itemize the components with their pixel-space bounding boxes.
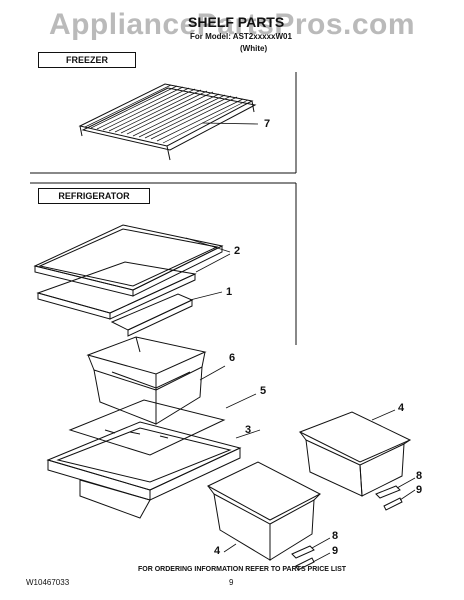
callout-pan-upper: 4 [398,402,405,414]
leader-9-lower [312,552,331,563]
leader-3 [235,429,261,439]
leader-4-lower [223,543,237,553]
leader-9-upper [399,489,416,501]
callout-shelf-glass: 1 [226,286,233,298]
callout-crisper-cover: 3 [245,424,252,436]
leader-4-upper [371,409,396,421]
slide-lower [291,545,315,559]
callout-freezer-shelf: 7 [264,118,271,130]
callout-pan-lower: 4 [214,545,221,557]
leader-8-upper [396,477,416,489]
shelf-rails [110,293,194,337]
glass-insert [68,399,226,456]
leader-5 [225,393,257,409]
footer-doc-number: W10467033 [26,578,70,587]
pan-lower [206,461,322,561]
callout-clip-lower: 9 [332,545,339,557]
leader-8-lower [311,537,331,549]
leader-2a [185,237,231,253]
slide-upper [375,485,401,499]
callout-clip-upper: 9 [416,484,423,496]
header-color: (White) [240,44,268,53]
clip-upper [383,497,403,511]
callout-glass-insert: 5 [260,385,267,397]
footer-page-number: 9 [229,578,234,587]
pan-upper [298,411,412,497]
header-title: SHELF PARTS [188,14,285,30]
crisper-drawer [86,336,207,425]
shelf-frame [33,224,224,297]
callout-crisper-drawer: 6 [229,352,236,364]
watermark-text: AppliancePartsPros.com [48,8,416,41]
callout-shelf-frame: 2 [234,245,241,257]
footer-ordering-note: FOR ORDERING INFORMATION REFER TO PARTS … [138,566,347,573]
refrigerator-section-label: REFRIGERATOR [38,188,150,204]
leader-6 [199,365,226,381]
leader-7 [201,122,259,125]
leader-1 [189,291,223,301]
freezer-shelf-wires [84,84,249,144]
freezer-wire-shelf [78,83,257,161]
header-model-line: For Model: AST2xxxxxW01 [190,32,292,41]
crisper-cover-frame [46,421,242,519]
clip-lower [295,557,315,571]
shelf-glass [36,261,197,320]
callout-slide-lower: 8 [332,530,339,542]
leader-2b [195,253,231,273]
freezer-section-label: FREEZER [38,52,136,68]
callout-slide-upper: 8 [416,470,423,482]
leader-lines [185,122,416,563]
